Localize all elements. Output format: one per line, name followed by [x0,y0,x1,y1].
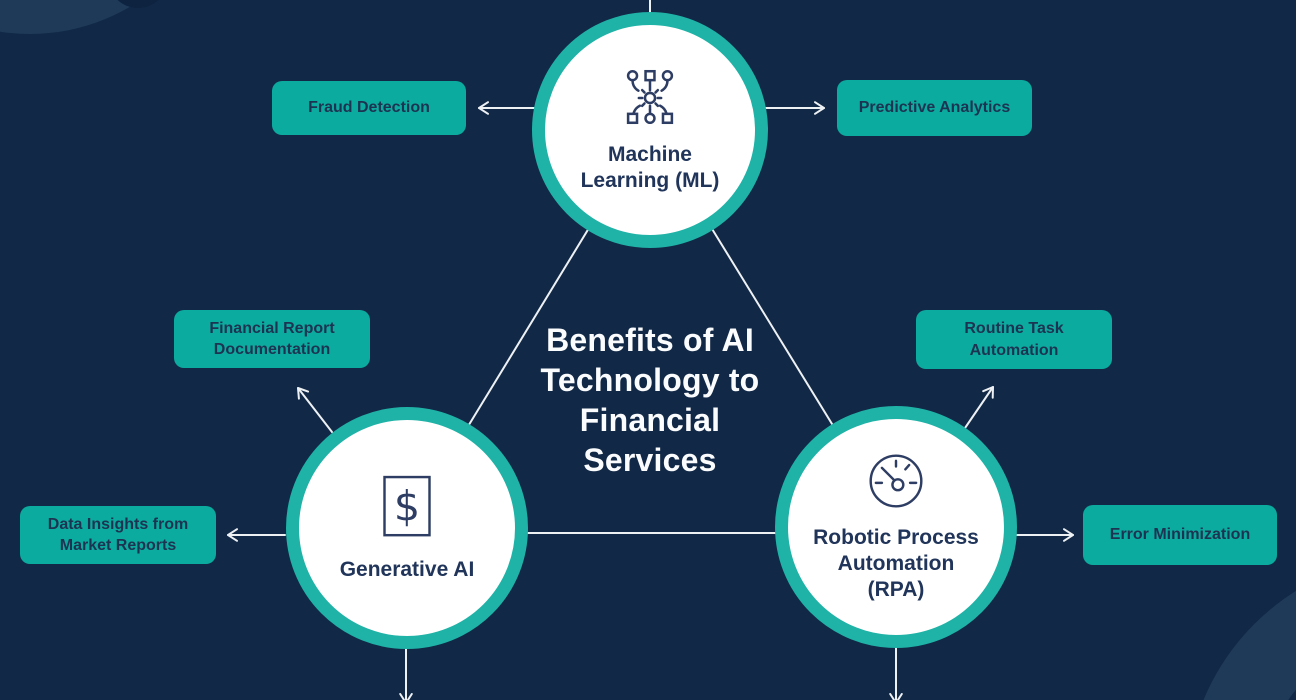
benefit-box-error-minimization: Error Minimization [1083,505,1277,565]
svg-text:$: $ [394,482,420,530]
node-label-line: Learning (ML) [580,169,720,192]
benefit-arrows [227,101,1074,542]
node-rpa: Robotic Process Automation (RPA) [775,406,1017,648]
node-label-line: Machine [607,142,692,166]
node-label-line: Automation [837,551,955,575]
node-machine-learning: Machine Learning (ML) [532,12,768,248]
title-line-3: Financial [579,402,721,438]
benefit-label: Predictive Analytics [858,99,1011,117]
benefit-label: Routine Task Automation [964,320,1064,359]
benefit-box-fraud-detection: Fraud Detection [272,81,466,135]
benefit-box-routine-task-automation: Routine Task Automation [916,310,1112,369]
benefit-label: Financial Report Documentation [209,319,335,358]
title-line-2: Technology to [540,362,760,398]
benefit-label: Data Insights from Market Reports [47,515,189,554]
dollar-document-icon: $ [377,473,437,548]
node-generative-ai: $ Generative AI [286,407,528,649]
node-label-machine-learning: Machine Learning (ML) [581,142,720,195]
arrow-genai-to-financial-report [297,387,333,433]
arrow-rpa-to-routine-task [964,386,994,429]
node-label-rpa: Robotic Process Automation (RPA) [813,525,979,604]
node-label-line: Generative AI [339,557,475,581]
node-label-generative-ai: Generative AI [340,557,475,583]
title-line-1: Benefits of AI [546,322,754,358]
benefit-label: Fraud Detection [308,99,430,117]
benefit-box-predictive-analytics: Predictive Analytics [837,80,1032,136]
benefit-box-data-insights: Data Insights from Market Reports [20,506,216,564]
benefit-box-financial-report-documentation: Financial Report Documentation [174,310,370,368]
node-label-line: Robotic Process [813,525,979,549]
decor-circle-top-left [0,0,141,34]
page-title: Benefits of AI Technology to Financial S… [475,320,825,480]
gauge-icon [866,451,926,516]
node-label-line: (RPA) [867,578,925,602]
ml-network-icon [619,66,681,133]
decor-small-circle-top-left [117,0,159,8]
benefit-label: Error Minimization [1109,526,1251,544]
title-line-4: Services [583,442,717,478]
